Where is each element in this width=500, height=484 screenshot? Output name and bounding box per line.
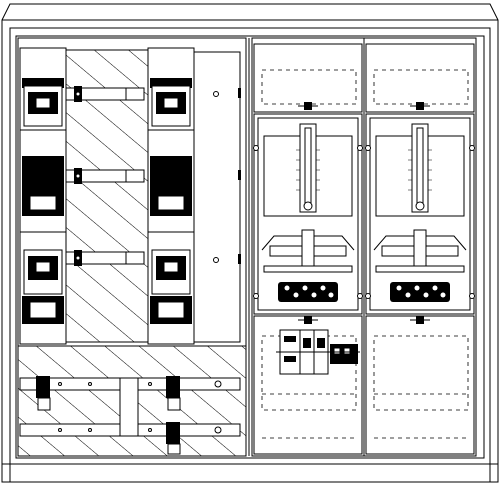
cabinet-housing — [1, 3, 499, 483]
meter-bay-2 — [365, 113, 475, 315]
right-section — [253, 43, 475, 455]
fuse-base-1 — [19, 47, 67, 345]
meter-bay-1 — [253, 113, 363, 315]
left-section — [17, 47, 247, 457]
circuit-breakers — [276, 329, 360, 375]
top-covers — [253, 43, 475, 113]
neutral-busbars — [19, 376, 241, 455]
lower-bay-1 — [253, 315, 363, 455]
side-cover-plate — [193, 51, 241, 343]
lower-bay-2 — [365, 315, 475, 455]
fuse-base-2 — [147, 47, 195, 345]
